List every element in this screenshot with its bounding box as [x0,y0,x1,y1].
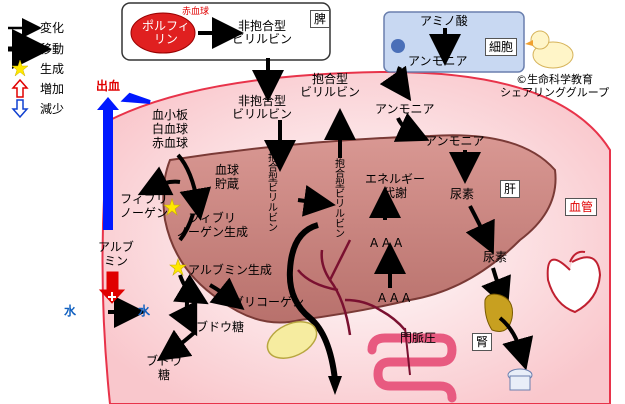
fibrinogen-vessel-label: フィブリ ノーゲン [120,192,169,220]
glucose-vessel-label: ブドウ 糖 [146,354,183,382]
unconj-liver-label: 非 抱 合 型 ビ リ ル ビ ン [268,143,278,234]
unconj-spleen-label: 非抱合型 ビリルビン [232,19,293,46]
conj-vessel-label: 抱合型 ビリルビン [300,72,361,99]
rbc-label: 赤血球 [182,7,210,17]
ammonia-cell-label: アンモニア [408,54,468,68]
urea-vessel-label: 尿素 [483,250,508,264]
legend-increase: 増加 [40,82,65,96]
glycogen-label: グリコーゲン [232,295,305,309]
cell-label: 細胞 [485,38,518,56]
generation-stars [163,198,187,276]
rbc-blob [130,12,196,54]
toilet-icon [507,368,533,391]
vessel-label: 血管 [565,198,598,216]
increase-arrow [98,271,126,304]
heart-icon [546,250,602,314]
legend-graphics [8,18,52,119]
blood-storage-label: 血球 貯蔵 [215,163,240,191]
albumin-vessel-label: アルブ ミン [98,240,134,268]
copyright-label: ©生命科学教育 シェアリンググループ [500,73,610,99]
kidney-label: 腎 [472,333,493,351]
aaa-portal-label: A A A [378,291,411,305]
aaa-liver-label: A A A [370,236,403,250]
intestine [367,333,457,403]
platelets-label: 血小板 白血球 赤血球 [152,108,189,150]
bleeding-label: 出血 [96,79,121,93]
amino-acid-label: アミノ酸 [420,14,468,28]
legend-produce: 生成 [40,62,65,76]
spleen-label: 脾 [310,10,331,28]
portal-vein [297,239,406,336]
urea-liver-label: 尿素 [450,187,475,201]
water-out-label: 水 [64,304,77,318]
flow-arrows [108,17,511,362]
bleeding-arrow [97,97,119,230]
duck-mascot-icon [525,30,574,69]
ammonia-vessel-label: アンモニア [375,102,435,116]
conj-liver-label: 抱 合 型 ビ リ ル ビ ン [335,159,345,240]
fibrinogen-gen-label: フィブリ ノーゲン生成 [176,211,249,239]
bile-duct [286,222,338,381]
liver-label: 肝 [500,180,521,198]
legend-change: 変化 [40,21,65,35]
energy-label: エネルギー 代謝 [365,172,426,200]
glucose-liver-label: ブドウ糖 [196,320,245,334]
water-in-label: 水 [138,304,151,318]
gall-bladder [266,321,318,359]
portal-pressure-label: 門脈圧 [400,331,437,345]
albumin-gen-label: アルブミン生成 [188,263,272,277]
bleeding-source-arrow [120,92,151,104]
legend-move: 移動 [40,42,65,56]
ammonia-liver-label: アンモニア [425,134,485,148]
cell-nucleus [391,39,405,53]
porphyrin-label: ポルフィ リン [142,19,190,46]
legend-decrease: 減少 [40,102,65,116]
unconj-vessel-label: 非抱合型 ビリルビン [232,94,293,121]
